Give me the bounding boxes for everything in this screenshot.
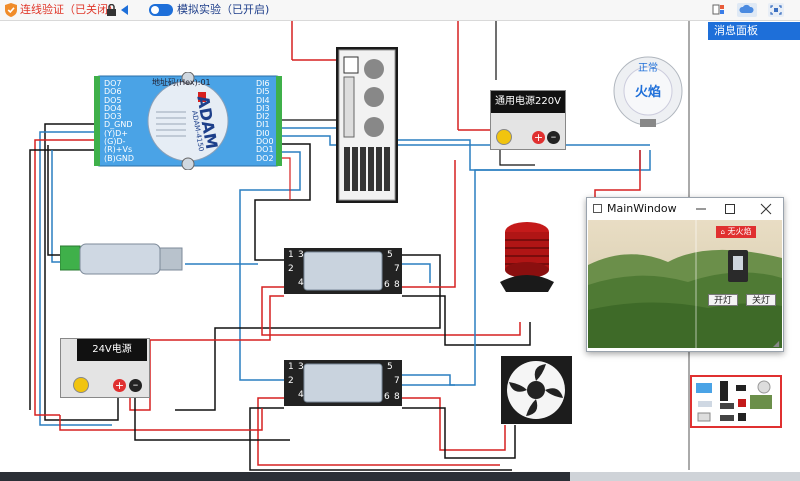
psu-220v[interactable]: 通用电源220V + – [490, 90, 566, 150]
relay-pin: 7 [394, 264, 400, 274]
fire-status-badge: ⌂ 无火焰 [716, 226, 756, 238]
pin-label: DI6 [256, 79, 270, 88]
pc-tower-graphic [336, 47, 398, 203]
pin-label: DO1 [256, 145, 274, 155]
pin-label: DI3 [256, 103, 270, 113]
relay-pin: 8 [394, 280, 400, 290]
landscape-background [588, 220, 782, 348]
psu-220v-label: 通用电源220V [491, 91, 565, 113]
minimap-preview [696, 380, 772, 422]
positive-terminal-icon: + [113, 379, 126, 392]
adam-module[interactable]: 地址码(Hex):01 ADAM ADAM-4150 DO7 DO6 DO5 D… [93, 71, 283, 171]
pin-label: DI0 [256, 128, 270, 138]
sim-toggle-switch[interactable] [149, 4, 173, 16]
pin-label: DO3 [104, 112, 122, 122]
pin-label: (R)+Vs [104, 145, 133, 155]
adam-left-pins: DO7 DO6 DO5 DO4 DO3 D_GND (Y)D+ (G)D- (R… [104, 79, 154, 163]
pc-tower[interactable] [336, 47, 398, 203]
pin-label: DI2 [256, 112, 270, 122]
ground-terminal-icon [496, 129, 512, 145]
fan-graphic [501, 356, 572, 424]
adam-body-graphic [93, 71, 283, 171]
flame-label: 火焰 [635, 85, 662, 100]
wiring-canvas[interactable] [0, 21, 800, 481]
pin-label: DO2 [256, 153, 274, 163]
verify-toggle-label[interactable]: 连线验证（已关闭) [20, 3, 113, 16]
ground-terminal-icon [73, 377, 89, 393]
relay-pin: 4 [298, 278, 304, 288]
relay-pin: 5 [387, 250, 393, 260]
serial-converter[interactable] [59, 240, 184, 278]
adam-address: 地址码(Hex):01 [152, 78, 211, 87]
flame-sensor-graphic [613, 56, 683, 127]
pin-label: DO0 [256, 137, 274, 147]
minimap[interactable] [690, 375, 782, 428]
sim-toggle-label[interactable]: 模拟实验（已开启) [177, 3, 270, 16]
fit-screen-icon[interactable] [768, 3, 784, 20]
pin-label: (G)D- [104, 137, 126, 147]
pin-label: DI5 [256, 87, 270, 97]
light-off-button[interactable]: 关灯 [746, 294, 776, 306]
relay-pin: 3 [298, 362, 304, 372]
pin-label: DO6 [104, 87, 122, 97]
top-toolbar: 连线验证（已关闭) 模拟实验（已开启) [0, 0, 800, 21]
main-window-titlebar[interactable]: MainWindow [587, 198, 783, 220]
relay-1-graphic [284, 248, 402, 294]
main-window-title: MainWindow [607, 202, 677, 215]
resize-grip-icon[interactable]: ◢ [773, 339, 780, 348]
collapse-left-icon[interactable] [121, 5, 128, 18]
alarm-light-graphic [500, 222, 554, 292]
main-window-body: ⌂ 无火焰 开灯 关灯 [588, 220, 782, 348]
app-icon [593, 204, 602, 213]
positive-terminal-icon: + [532, 131, 545, 144]
close-icon[interactable] [759, 202, 773, 216]
relay-pin: 4 [298, 390, 304, 400]
relay-pin: 2 [288, 264, 294, 274]
light-on-button[interactable]: 开灯 [708, 294, 738, 306]
serial-converter-graphic [59, 243, 183, 275]
psu-24v[interactable]: 24V电源 + – [60, 338, 150, 398]
pin-label: (B)GND [104, 153, 135, 163]
pin-label: D_GND [104, 120, 133, 130]
pin-label: DO7 [104, 79, 122, 88]
main-window[interactable]: MainWindow ⌂ 无火焰 [586, 197, 784, 352]
adam-right-pins: DI6 DI5 DI4 DI3 DI2 DI1 DI0 DO0 DO1 DO2 [256, 79, 278, 163]
pin-label: DO4 [104, 103, 122, 113]
alarm-light[interactable] [498, 220, 556, 300]
relay-pin: 1 [288, 250, 294, 260]
minimize-icon[interactable] [694, 202, 708, 216]
pin-label: DO5 [104, 95, 122, 105]
psu-24v-label: 24V电源 [77, 339, 147, 361]
relay-2[interactable]: 1 2 3 4 5 7 6 8 [284, 360, 402, 406]
fire-status-text: 无火焰 [727, 227, 752, 236]
home-icon: ⌂ [720, 228, 725, 236]
negative-terminal-icon: – [129, 379, 142, 392]
relay-2-graphic [284, 360, 402, 406]
relay-pin: 5 [387, 362, 393, 372]
relay-pin: 6 [384, 280, 390, 290]
relay-pin: 6 [384, 392, 390, 402]
shield-icon [5, 3, 17, 20]
cooling-fan[interactable] [501, 356, 572, 424]
relay-1[interactable]: 1 2 3 4 5 7 6 8 [284, 248, 402, 294]
relay-pin: 1 [288, 362, 294, 372]
flame-sensor[interactable]: 正常 火焰 [612, 55, 684, 127]
message-panel-tab[interactable]: 消息面板 [708, 22, 800, 40]
relay-pin: 8 [394, 392, 400, 402]
pin-label: DI1 [256, 120, 270, 130]
relay-pin: 7 [394, 376, 400, 386]
cloud-icon[interactable] [737, 3, 757, 20]
lock-icon[interactable] [107, 3, 116, 19]
maximize-icon[interactable] [723, 202, 737, 216]
negative-terminal-icon: – [547, 131, 560, 144]
relay-pin: 3 [298, 250, 304, 260]
flame-status: 正常 [638, 63, 658, 74]
pin-label: (Y)D+ [104, 128, 128, 138]
layout-icon[interactable] [712, 3, 728, 20]
pin-label: DI4 [256, 95, 270, 105]
relay-pin: 2 [288, 376, 294, 386]
